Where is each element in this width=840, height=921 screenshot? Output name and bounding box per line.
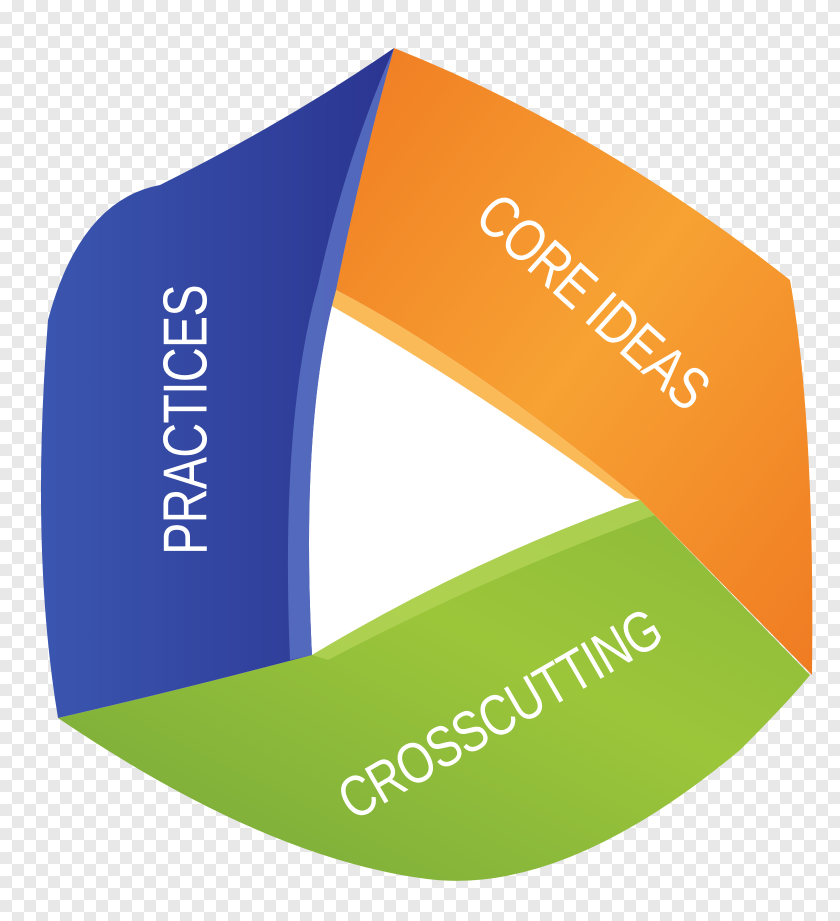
segment-practices bbox=[40, 48, 395, 718]
core-ideas-band bbox=[336, 48, 813, 675]
crosscutting-inner-edge bbox=[312, 500, 655, 660]
crosscutting-band bbox=[58, 500, 810, 881]
practices-label: PRACTICES bbox=[151, 285, 220, 555]
core-ideas-inner-edge bbox=[330, 290, 640, 500]
center-opening bbox=[309, 290, 640, 655]
practices-inner-edge bbox=[287, 48, 394, 660]
segment-crosscutting bbox=[58, 500, 810, 881]
segment-core-ideas bbox=[330, 48, 813, 675]
